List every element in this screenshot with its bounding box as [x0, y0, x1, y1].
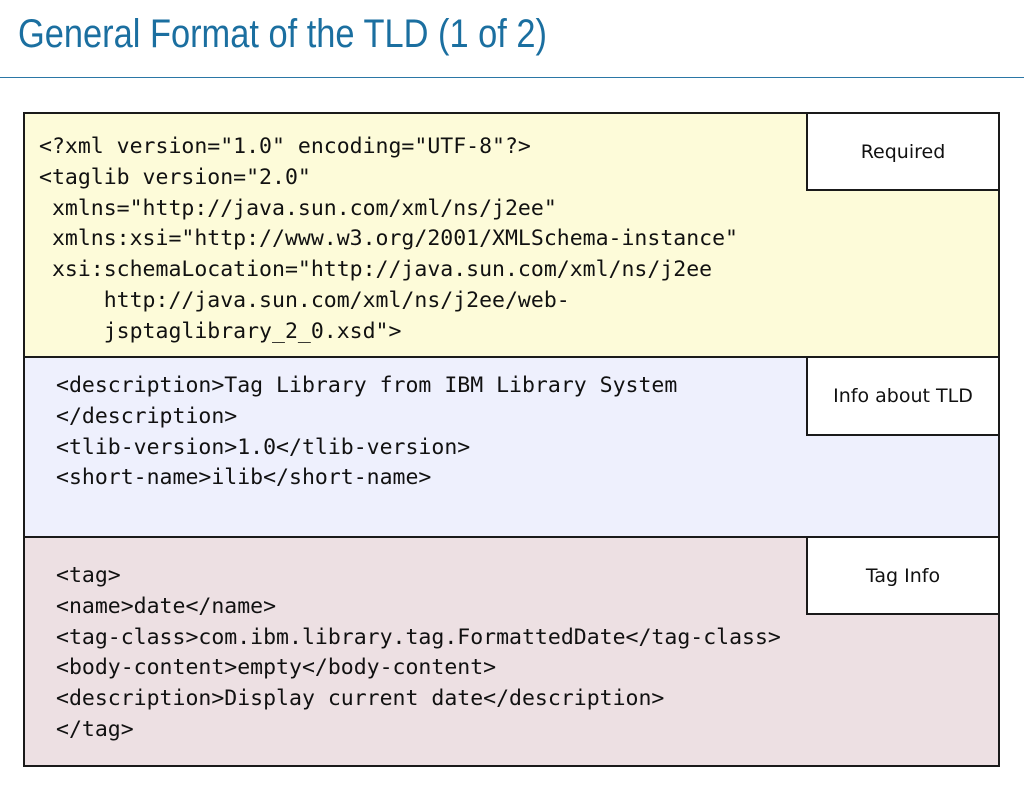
- required-label: Required: [806, 112, 1000, 191]
- title-divider: [0, 77, 1024, 78]
- tag-info-label: Tag Info: [806, 536, 1000, 615]
- tld-info-section: <description>Tag Library from IBM Librar…: [23, 356, 1000, 538]
- required-section: <?xml version="1.0" encoding="UTF-8"?> <…: [23, 112, 1000, 358]
- tld-info-label: Info about TLD: [806, 356, 1000, 436]
- slide-title: General Format of the TLD (1 of 2): [18, 12, 547, 56]
- tag-info-section: <tag> <name>date</name> <tag-class>com.i…: [23, 536, 1000, 767]
- tag-info-code: <tag> <name>date</name> <tag-class>com.i…: [56, 563, 781, 742]
- required-code: <?xml version="1.0" encoding="UTF-8"?> <…: [39, 134, 738, 344]
- tld-info-code: <description>Tag Library from IBM Librar…: [56, 373, 678, 491]
